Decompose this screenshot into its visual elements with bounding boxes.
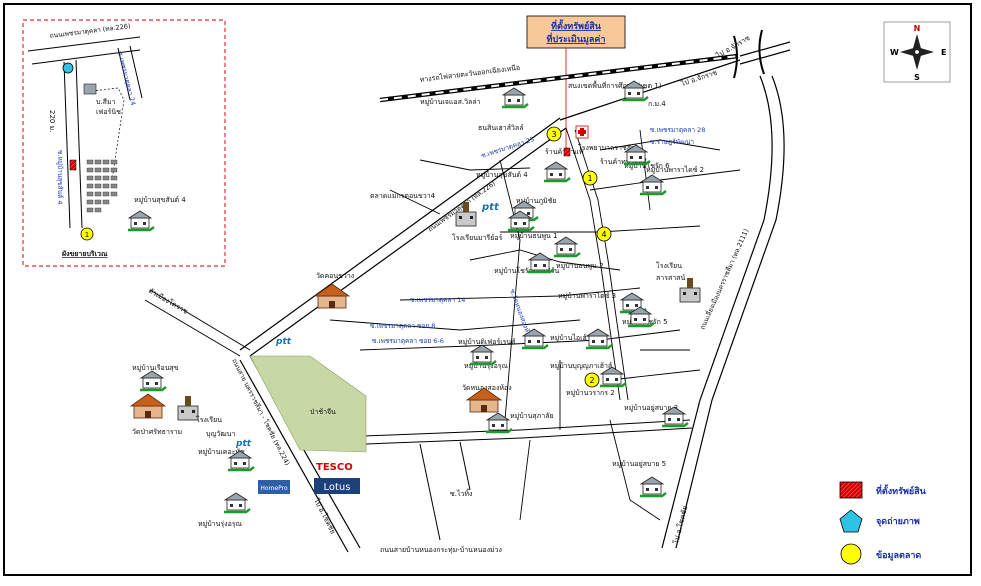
place-label: วัดคอนขวาง [316, 272, 354, 280]
place-label: ก.ม.4 [648, 100, 666, 108]
place-label: โรงพยาบาลราชสีมา [578, 143, 640, 152]
inset-village: หมู่บ้านสุขสันต์ 4 [134, 196, 186, 204]
compass-n: N [914, 24, 921, 33]
place-label: หมู่บ้านพาราไดซ์ 3 [558, 291, 616, 300]
chinese-cemetery [249, 355, 367, 453]
soi-28-label: ซ.เพชรมาตุคลา 28 [650, 126, 705, 134]
inset-distance: 220 ม. [48, 110, 56, 132]
place-label: โรงเรียน [196, 415, 222, 424]
legend-photo: จุดถ่ายภาพ [876, 516, 920, 527]
marker-1: 1 [587, 174, 592, 183]
marker-3: 3 [551, 130, 556, 139]
subject-title-2: ที่ประเมินมูลค่า [546, 32, 605, 45]
marker-2: 2 [589, 376, 594, 385]
soi-rat-label: ซ.ราษฎร์พัฒนา [650, 138, 694, 146]
soi-14-label: ซ.เพชรมาตุคลา 14 [410, 296, 465, 304]
soi-8-label: ซ.เพชรมาตุคลา ซอย 8 [370, 322, 435, 330]
place-label: หมู่บ้านภูมิชัย [516, 197, 556, 205]
place-label: หมู่บ้านบุญญภาเฮ้าส์ [550, 362, 613, 370]
market-markers: 1 2 3 4 [546, 126, 612, 388]
place-label: ร้านค้าทหารพลี [600, 158, 647, 166]
brand-logos: ptt ptt ptt TESCO Lotus HomePro [235, 202, 500, 494]
road-bottom [363, 419, 693, 541]
compass-rose: N S E W [883, 21, 951, 83]
place-label: หมู่บ้านสุขสันต์ 4 [476, 171, 528, 179]
place-label: หมู่บ้านโชรัก 6 [624, 161, 670, 170]
place-label: หมู่บ้านรุ่งอรุณ [198, 520, 243, 528]
place-label: หมู่บ้านวรากร 2 [566, 389, 615, 397]
place-label: หมู่บ้านเคอะทัช [198, 448, 245, 456]
marker-4: 4 [601, 230, 606, 239]
homepro-logo: HomePro [260, 485, 288, 492]
bottom-road-label: ถนนสายบ้านหนองกระทุ่ม-บ้านหนองม่วง [380, 546, 502, 554]
place-label: ธนสินเฮาส์วิลล์ [478, 124, 524, 132]
place-label: หมู่บ้านดิเฟอร์เรนส์ [458, 338, 516, 346]
soi-66-label: ซ.เพชรมาตุคลา ซอย 6-6 [372, 337, 444, 345]
legend-market: ข้อมูลตลาด [876, 550, 921, 561]
subject-callout: ที่ตั้งทรัพย์สิน ที่ประเมินมูลค่า [526, 15, 626, 150]
place-label: หมู่บ้านธนพูน 1 [510, 232, 558, 240]
inset-caption: ผังขยายบริเวณ [62, 250, 108, 258]
place-label: หมู่บ้านสุภาลัย [510, 412, 554, 420]
compass-e: E [941, 48, 946, 57]
subject-title-1: ที่ตั้งทรัพย์สิน [551, 19, 602, 32]
place-label: หมู่บ้านเจแอส.วิลล่า [420, 98, 481, 106]
legend: ที่ตั้งทรัพย์สิน จุดถ่ายภาพ ข้อมูลตลาด [839, 481, 927, 565]
place-label: ตลาดแม่กรตอนขวา4 [370, 192, 436, 200]
place-label: โรงเรียน [656, 261, 682, 270]
place-label: บุญวัฒนา [206, 430, 235, 438]
place-label: สนงเขตพื้นที่การศึกษา (เขต 1) [568, 79, 662, 90]
inset-building-icon [83, 83, 97, 95]
place-label: โรงเรียนมารีย์อร์ [452, 233, 503, 242]
place-label: หมู่บ้านรุ่งอรุณ [464, 362, 509, 370]
tesco-logo: TESCO [316, 462, 353, 473]
ptt-logo: ptt [481, 202, 500, 213]
hospital-icon [575, 125, 589, 139]
place-label: หมู่บ้านเรือนสุข [132, 364, 179, 372]
inset-housing-blocks [86, 159, 118, 213]
place-labels: หมู่บ้านเจแอส.วิลล่า สนงเขตพื้นที่การศึก… [130, 79, 704, 528]
inset-soi-left: ซ.หมู่บ้านสุขสันต์ 4 [56, 150, 64, 205]
legend-subject: ที่ตั้งทรัพย์สิน [876, 484, 927, 497]
map-frame [3, 3, 972, 576]
lotus-logo: Lotus [324, 482, 351, 493]
place-label: หมู่บ้านอยู่สบาย 5 [612, 460, 666, 468]
inset-marker: 1 [85, 231, 89, 239]
place-label: สารสาสน์ [656, 274, 685, 282]
place-label: วัดป่าศรัทธาราม [132, 428, 182, 436]
inset-shop2: เฟอร์นิช [96, 108, 121, 116]
place-label: วัดหนองสองห้อง [462, 384, 512, 392]
soi-wai-label: ซ.ไวทิ้ง [450, 487, 472, 498]
place-label: หมู่บ้านพาราไดซ์ 2 [646, 165, 704, 174]
place-label: หมู่บ้านโชรัก-โมเดิร์น [494, 266, 559, 275]
subject-property [563, 147, 571, 157]
ptt-logo-3: ptt [235, 439, 252, 449]
inset-map: 1 ถนนเพชรมาตุคลา (ทล.226) ซ.เพชรมาตุคลา … [22, 19, 226, 267]
cemetery-label: ป่าช้าจีน [310, 408, 336, 416]
ptt-logo-2: ptt [275, 337, 292, 347]
place-label: หมู่บ้านอยู่สบาย 3 [624, 404, 678, 412]
compass-w: W [890, 48, 899, 57]
place-label: หมู่บ้านไอเฮ้าส์ [550, 333, 596, 342]
place-label: หมู่บ้านธนพูน 2 [556, 262, 604, 270]
inset-shop: บ.สีมา [96, 98, 116, 106]
compass-s: S [914, 73, 920, 82]
